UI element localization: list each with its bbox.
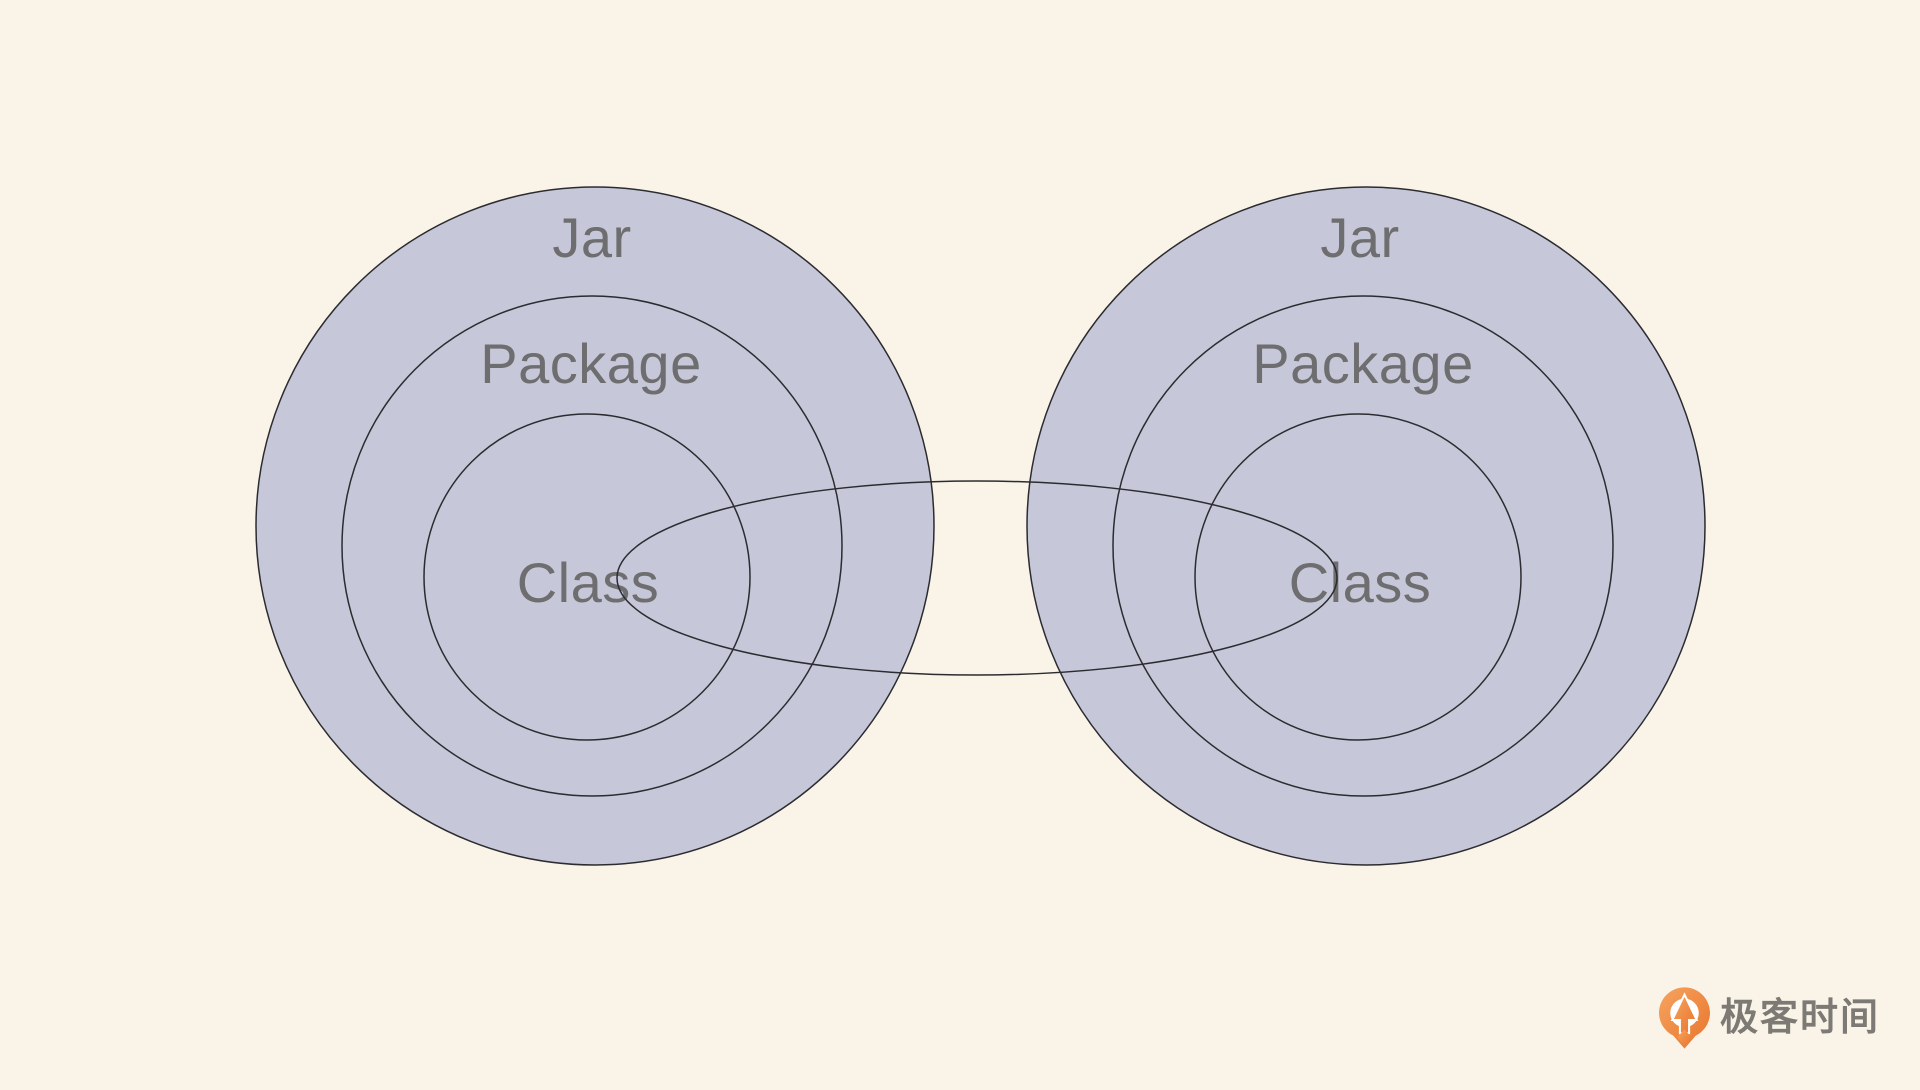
class-connector-ellipse [616,480,1338,676]
right-jar-label: Jar [1320,206,1399,269]
geektime-logo: 极客时间 [1658,986,1880,1050]
right-class-label: Class [1289,551,1432,614]
left-package-label: Package [480,332,701,395]
right-circle-group: Jar Package Class [1026,186,1706,866]
left-circle-group: Jar Package Class [255,186,935,866]
left-class-circle [423,413,751,741]
left-class-label: Class [517,551,660,614]
right-package-label: Package [1252,332,1473,395]
geektime-logo-text: 极客时间 [1720,997,1881,1039]
left-jar-label: Jar [552,206,631,269]
right-class-circle [1194,413,1522,741]
geektime-pin-icon [1659,987,1710,1049]
